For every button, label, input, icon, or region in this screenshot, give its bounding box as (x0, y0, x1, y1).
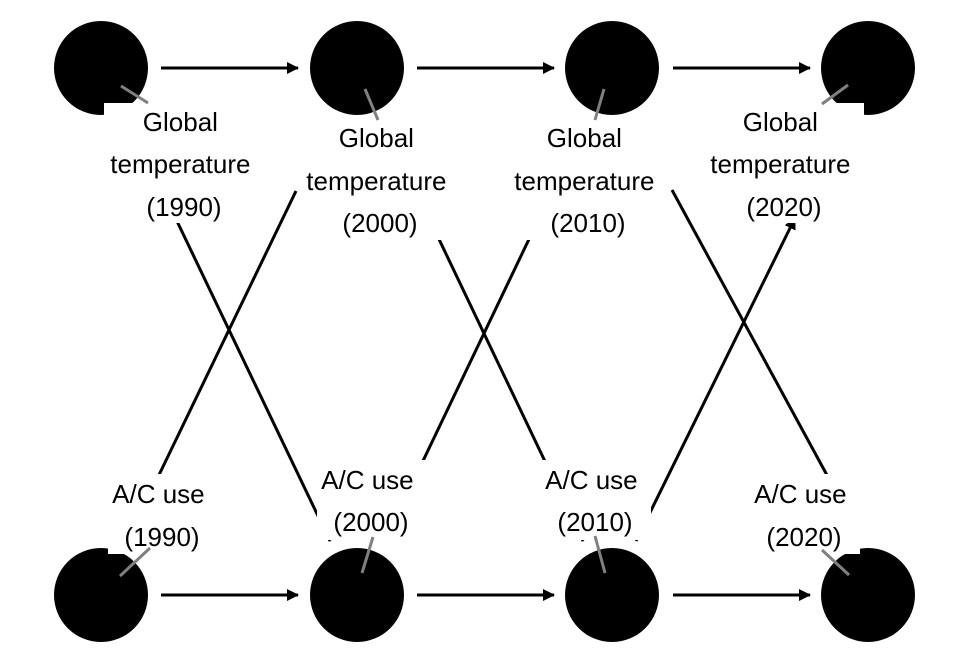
leader-ac-2020 (820, 548, 851, 577)
label-temp-2020-line2: temperature (710, 149, 850, 179)
label-bg-ac-1990 (108, 474, 218, 554)
label-temp-1990: Global temperature (1990) (110, 107, 257, 222)
label-ac-2000-line2: (2000) (333, 507, 408, 537)
leader-temp-1990 (120, 84, 149, 105)
edge-temp-2010-to-ac-2020 (670, 189, 830, 478)
leader-ac-2000 (360, 536, 375, 574)
label-temp-2000-line3: (2000) (342, 208, 417, 238)
label-temp-2020: Global temperature (2020) (710, 107, 857, 222)
label-bg-ac-2000 (317, 460, 427, 540)
label-bg-temp-2010 (510, 120, 670, 240)
edge-ac-2000-to-temp-2010 (420, 234, 533, 464)
label-bg-ac-2010 (541, 460, 651, 540)
label-ac-2010-line1: A/C use (545, 465, 638, 495)
label-temp-2020-line3: (2020) (746, 192, 821, 222)
label-bg-ac-2020 (750, 474, 860, 554)
label-ac-2020-line2: (2020) (766, 522, 841, 552)
label-temp-1990-line1: Global (143, 107, 218, 137)
node-temp-2000[interactable] (310, 21, 404, 115)
node-temp-2020[interactable] (821, 21, 915, 115)
label-ac-2020: A/C use (2020) (754, 479, 854, 552)
label-temp-2010-line3: (2010) (550, 208, 625, 238)
leader-temp-2000 (363, 88, 380, 121)
edge-ac-2010-to-temp-2020 (634, 217, 797, 542)
node-temp-1990[interactable] (54, 21, 148, 115)
label-bg-temp-1990 (104, 103, 264, 223)
label-ac-2020-line1: A/C use (754, 479, 847, 509)
node-ac-2000[interactable] (310, 548, 404, 642)
label-bg-temp-2020 (704, 103, 864, 223)
label-temp-2010-line2: temperature (514, 166, 654, 196)
edge-temp-1990-to-ac-2000 (173, 216, 332, 542)
label-ac-1990: A/C use (1990) (112, 479, 212, 552)
label-temp-2010-line1: Global (547, 123, 622, 153)
label-temp-2020-line1: Global (743, 107, 818, 137)
label-ac-2010-line2: (2010) (557, 507, 632, 537)
label-bg-temp-2000 (300, 120, 460, 240)
leader-ac-2010 (593, 535, 607, 574)
leader-ac-1990 (118, 546, 152, 578)
edge-ac-1990-to-temp-2000 (156, 190, 298, 478)
label-ac-2000-line1: A/C use (321, 465, 414, 495)
label-ac-1990-line2: (1990) (124, 522, 199, 552)
leader-temp-2010 (593, 88, 606, 121)
label-ac-2000: A/C use (2000) (321, 465, 421, 537)
node-temp-2010[interactable] (565, 21, 659, 115)
label-temp-2010: Global temperature (2010) (514, 123, 661, 238)
label-temp-1990-line2: temperature (110, 149, 250, 179)
label-ac-1990-line1: A/C use (112, 479, 205, 509)
label-temp-1990-line3: (1990) (146, 192, 221, 222)
leader-temp-2020 (821, 83, 849, 106)
label-temp-2000: Global temperature (2000) (306, 123, 453, 238)
node-ac-2010[interactable] (565, 548, 659, 642)
label-ac-2010: A/C use (2010) (545, 465, 645, 537)
label-temp-2000-line2: temperature (306, 166, 446, 196)
label-temp-2000-line1: Global (339, 123, 414, 153)
